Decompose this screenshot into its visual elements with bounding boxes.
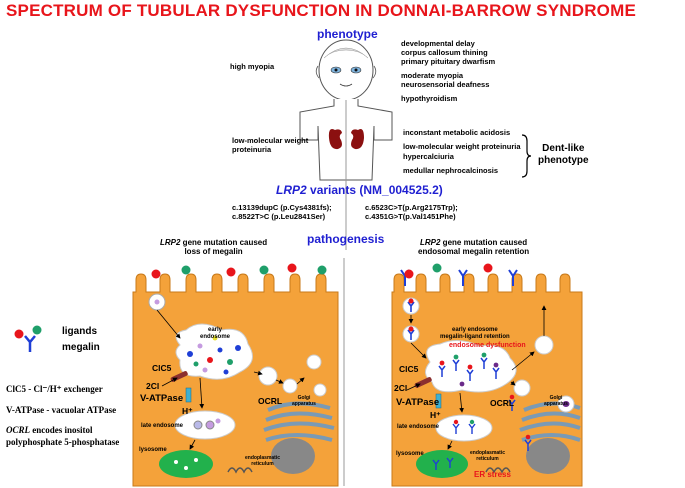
left-er-label: endoplasmatic reticulum (245, 455, 281, 467)
ligand-green (317, 265, 327, 275)
nucleus (526, 438, 570, 474)
left-early-endosome-label: early endosome (200, 327, 231, 340)
legend-megalin-label: megalin (62, 342, 100, 353)
ligand-red (483, 263, 493, 273)
legend-ligands-label: ligands (62, 326, 98, 337)
vesicle (513, 379, 531, 397)
ligand-green (432, 263, 442, 273)
late-endosome (435, 414, 493, 442)
legend-ligand-red (14, 329, 24, 339)
kidney-left (328, 129, 342, 150)
left-vatpase-label: V-ATPase (140, 393, 184, 404)
left-cell (132, 263, 339, 487)
megalin-receptor (508, 269, 518, 286)
phenotype-lmw-proteinuria-left: low-molecular weight proteinuria (232, 136, 309, 154)
pathogenesis-heading: pathogenesis (307, 232, 385, 246)
left-lysosome-label: lysosome (139, 447, 167, 453)
left-h-label: H⁺ (182, 406, 193, 416)
dent-like-label: Dent-like phenotype (538, 143, 589, 166)
er-stress-label: ER stress (474, 470, 511, 479)
lrp2-variants-heading: LRP2 variants (NM_004525.2) (276, 183, 443, 197)
golgi-stack (267, 401, 331, 412)
left-clc5-label: ClC5 (152, 363, 172, 373)
right-late-endosome-label: late endosome (397, 424, 440, 430)
right-golgi-label: Golgi apparatus (544, 395, 568, 407)
left-2cl-label: 2Cl (146, 381, 160, 391)
kidney-right (351, 129, 364, 150)
child-brain (323, 47, 369, 59)
right-cell-caption: LRP2 gene mutation caused endosomal mega… (418, 238, 530, 256)
child-mouth (339, 83, 353, 87)
right-cell (391, 263, 583, 487)
ligand-red (287, 263, 297, 273)
v-atpase-pump (435, 393, 442, 409)
variants-left: c.13139dupC (p.Cys4381fs); c.8522T>C (p.… (232, 203, 332, 221)
child-ear-right (372, 65, 377, 79)
left-ocrl-label: OCRL (258, 396, 283, 406)
right-vatpase-label: V-ATPase (396, 397, 440, 408)
right-early-endosome-label: early endosome megalin-ligand retention (440, 327, 510, 340)
er-shape (485, 467, 511, 474)
vesicle (534, 335, 554, 355)
legend-vatpase: V-ATPase - vacuolar ATPase (6, 405, 117, 415)
right-er-label: endoplasmatic reticulum (470, 450, 506, 462)
variants-right: c.6523C>T(p.Arg2175Trp); c.4351G>T(p.Val… (365, 203, 458, 221)
vesicle (306, 354, 322, 370)
ligand-red (151, 269, 161, 279)
megalin-receptor (458, 269, 468, 286)
phenotype-high-myopia: high myopia (230, 62, 275, 71)
page-title: SPECTRUM OF TUBULAR DYSFUNCTION IN DONNA… (6, 1, 636, 20)
right-lysosome-label: lysosome (396, 451, 424, 457)
dent-bracket (521, 134, 532, 178)
phenotype-heading: phenotype (317, 27, 378, 41)
legend-ligand-green (32, 325, 42, 335)
vesicle (282, 378, 298, 394)
ligand-red (226, 267, 236, 277)
legend-megalin-icon (24, 335, 36, 352)
er-shape (227, 467, 253, 474)
legend-clc5: ClC5 - Cl⁻/H⁺ exchenger (6, 384, 103, 394)
child-ear-left (315, 65, 320, 79)
right-clc5-label: ClC5 (399, 364, 419, 374)
right-h-label: H⁺ (430, 410, 441, 420)
vesicle (313, 383, 327, 397)
endosome-dysfunction-label: endosome dysfunction (449, 342, 526, 349)
ligand-red (404, 269, 414, 279)
ligand-green (181, 265, 191, 275)
retained-megalin-ligand (438, 352, 500, 387)
left-late-endosome-label: late endosome (141, 423, 184, 429)
child-figure (299, 39, 393, 250)
golgi-stack (523, 401, 581, 412)
right-2cl-label: 2Cl (394, 383, 408, 393)
left-cell-caption: LRP2 gene mutation caused loss of megali… (160, 238, 268, 256)
late-endosome (174, 410, 236, 440)
phenotype-head-list: developmental delay corpus callosum thin… (401, 39, 496, 103)
v-atpase-pump (185, 387, 192, 403)
vesicle (258, 366, 278, 386)
lysosome (416, 450, 468, 478)
ligand-green (259, 265, 269, 275)
phenotype-body-list: inconstant metabolic acidosis low-molecu… (403, 128, 521, 175)
lysosome (159, 450, 213, 478)
left-golgi-label: Golgi apparatus (292, 395, 316, 407)
right-ocrl-label: OCRL (490, 398, 515, 408)
legend-ocrl: OCRL encodes inositol polyphosphate 5-ph… (6, 425, 120, 447)
nucleus (271, 438, 315, 474)
